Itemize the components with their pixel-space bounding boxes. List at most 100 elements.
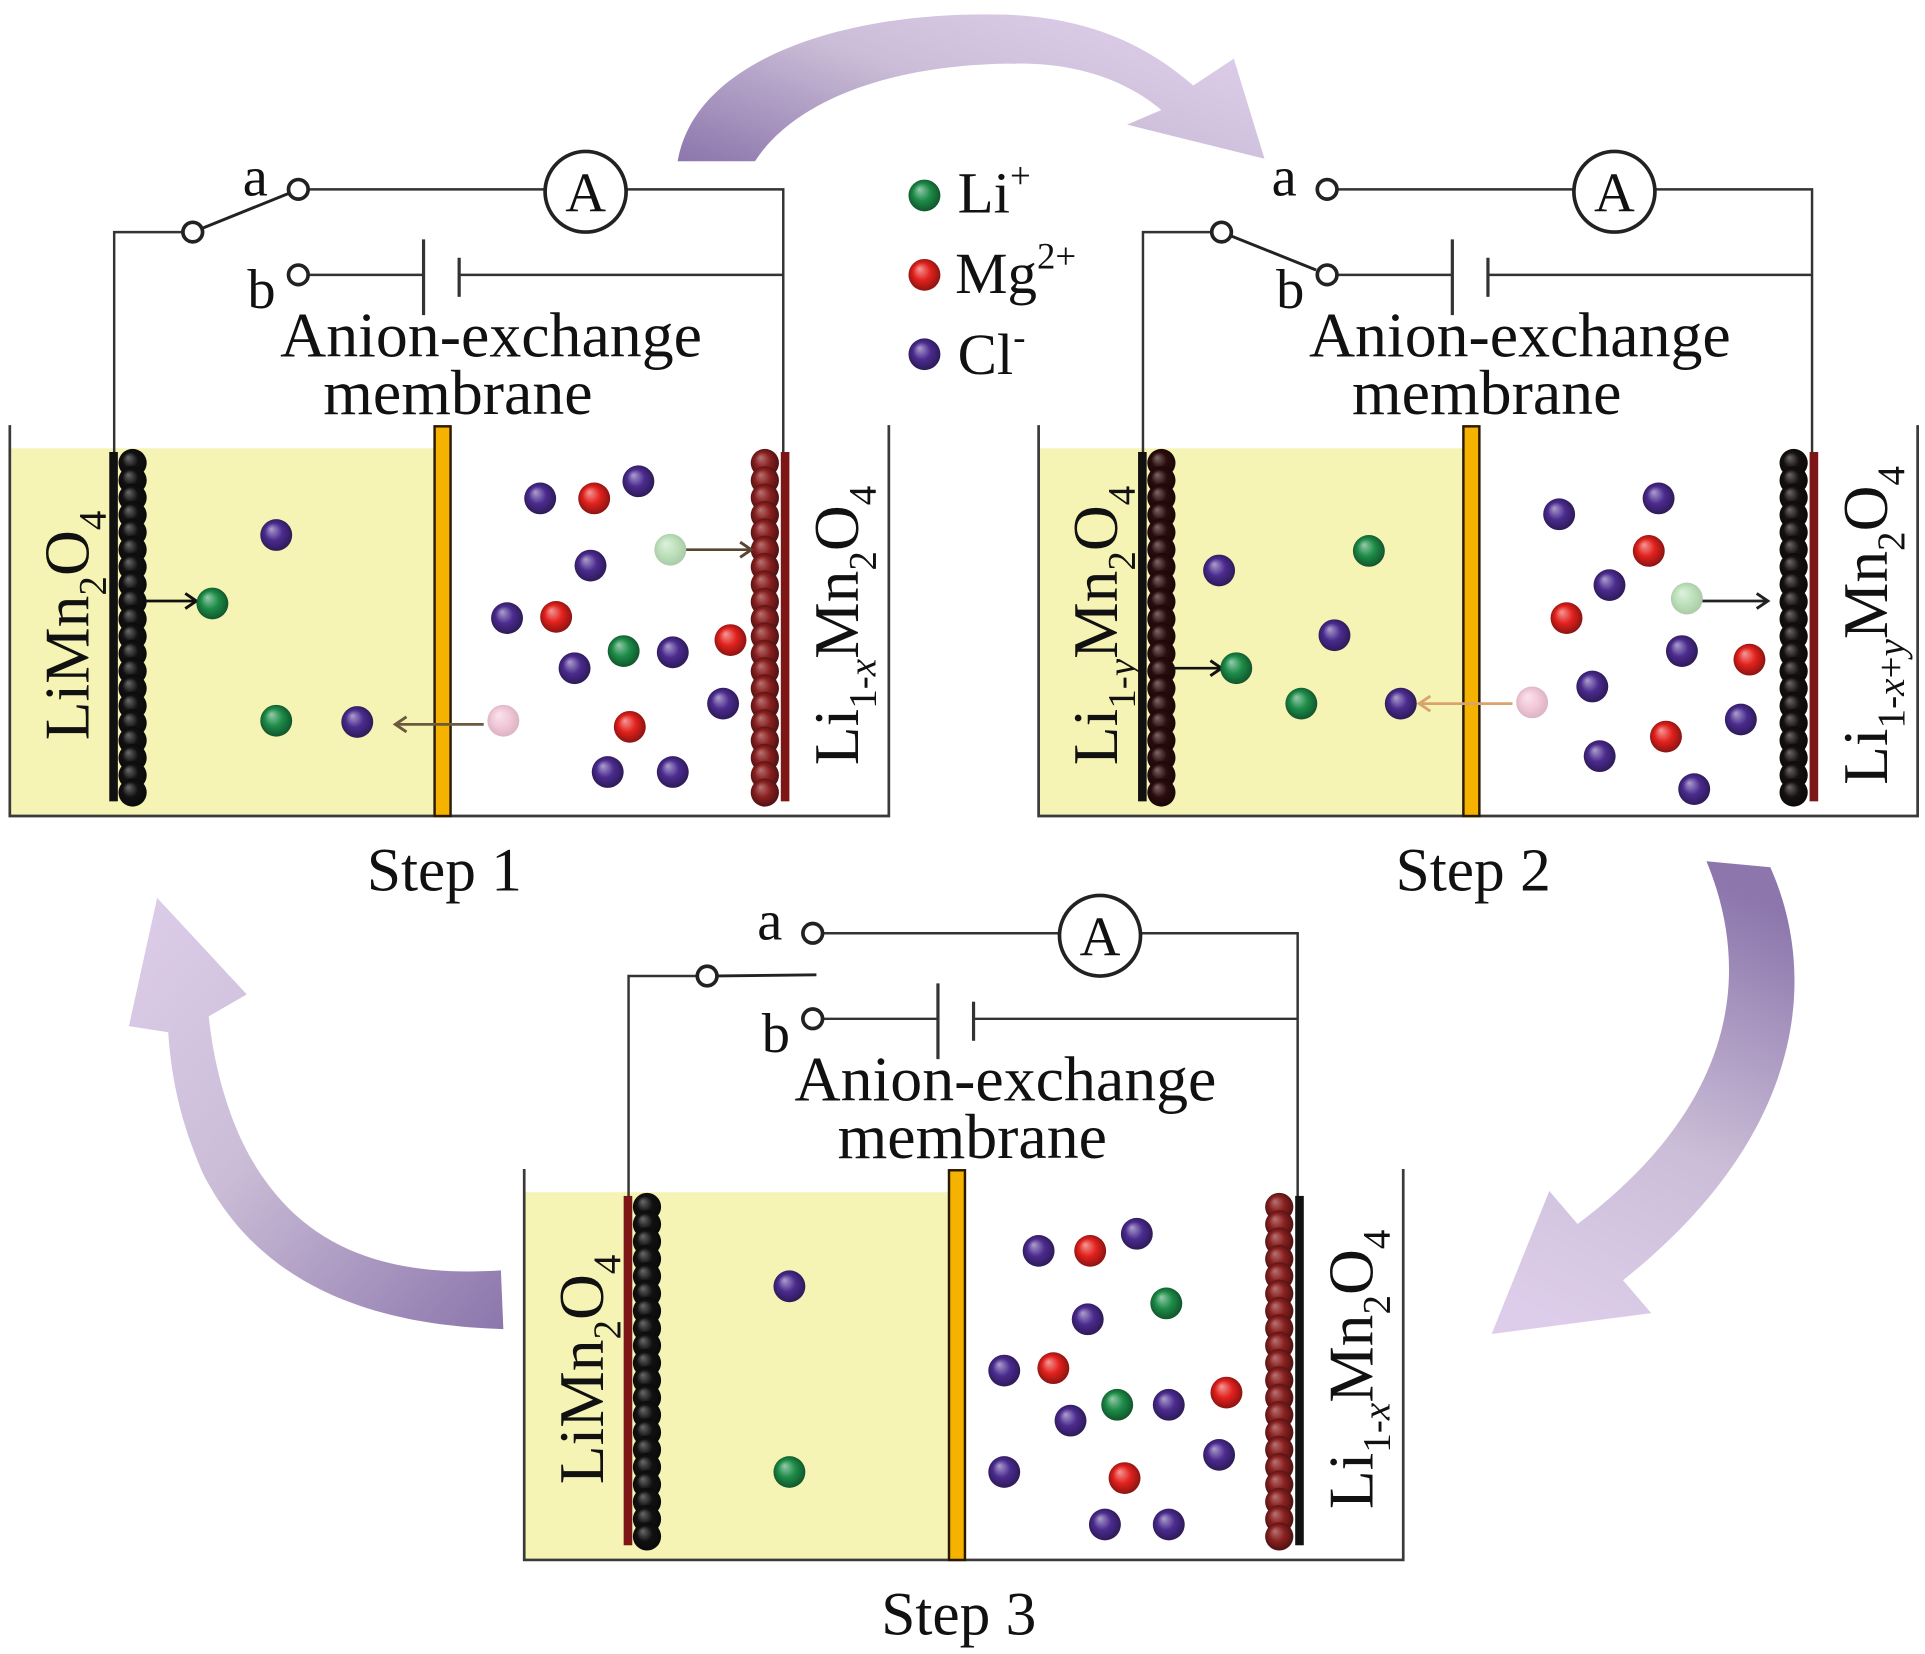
membrane-label-line-2: membrane <box>323 357 592 428</box>
left-electrode-label-part: LiMn <box>31 596 102 741</box>
magnesium-ion <box>1650 720 1682 753</box>
ions-step-2 <box>1172 482 1771 806</box>
migration-arrow-head <box>184 592 200 610</box>
legend-chloride-label: Cl- <box>958 316 1026 386</box>
right-electrode-label-part: 1- <box>1870 696 1913 729</box>
left-electrode-particle <box>1147 778 1176 807</box>
chloride-ion <box>1203 554 1236 587</box>
left-electrode-particle <box>632 1522 662 1551</box>
legend-lithium-label: Li+ <box>958 155 1031 225</box>
legend-ion-charge: - <box>1013 316 1025 357</box>
terminal-b-label: b <box>247 259 275 321</box>
chloride-ion <box>1665 635 1698 667</box>
right-electrode <box>1265 1192 1304 1551</box>
electrolyte-left-compartment <box>525 1192 951 1560</box>
right-electrode-label-part: Mn <box>1315 1315 1386 1403</box>
legend-item-chloride: Cl- <box>908 316 1026 387</box>
right-electrode-label-part: x <box>1356 1402 1399 1421</box>
ammeter <box>543 149 628 234</box>
right-electrode <box>1779 448 1819 807</box>
right-electrode-label-part: 4 <box>841 486 884 506</box>
magnesium-ion <box>540 601 573 633</box>
terminal-b <box>801 1007 825 1031</box>
magnesium-ion <box>1108 1462 1141 1494</box>
lithium-ion <box>1352 535 1385 567</box>
left-electrode-label-part: Li <box>1060 709 1131 765</box>
right-electrode-label-part: x <box>841 658 884 677</box>
migration-arrow-head <box>1755 592 1771 610</box>
terminal-a <box>801 921 825 945</box>
right-electrode-label: Li1-x+yMn2O4 <box>1830 466 1913 785</box>
migration-arrow <box>392 715 484 734</box>
right-electrode-particle <box>1779 778 1808 807</box>
magnesium-ion <box>578 482 611 515</box>
left-electrode <box>1138 448 1176 807</box>
chloride-ion <box>1318 619 1351 652</box>
left-electrode-label-part: O <box>546 1274 617 1320</box>
lithium-ion-ghost <box>1670 582 1703 615</box>
lithium-ion <box>1150 1287 1183 1320</box>
left-electrode <box>623 1192 662 1551</box>
left-electrode-current-collector <box>1138 451 1147 802</box>
switch-lever <box>1220 230 1317 272</box>
chloride-ion <box>1088 1508 1121 1541</box>
left-electrode-label-part: 2 <box>1100 551 1143 571</box>
chloride-ion <box>622 465 655 498</box>
membrane-label-line-2: membrane <box>838 1101 1107 1172</box>
right-electrode-label: Li1-xMn2O4 <box>1315 1230 1398 1510</box>
lithium-ion <box>607 635 640 667</box>
right-electrode-label-part: y <box>1870 639 1913 661</box>
chloride-ion <box>1203 1439 1236 1471</box>
left-electrode-label-part: 4 <box>71 511 114 531</box>
terminal-b-label: b <box>1276 259 1304 321</box>
magnesium-ion <box>1210 1376 1243 1409</box>
wire-ammeter-to-right-electrode <box>1140 932 1299 1201</box>
left-electrode-label-part: LiMn <box>546 1340 617 1485</box>
magnesium-ion <box>1550 602 1583 634</box>
chloride-ion <box>1678 773 1711 806</box>
wire-left-electrode <box>112 230 193 455</box>
right-electrode-label: Li1-xMn2O4 <box>801 486 884 766</box>
magnesium-ion <box>1074 1235 1107 1267</box>
left-electrode-label-part: 2 <box>71 576 114 596</box>
chloride-ion <box>1593 569 1626 602</box>
chloride-ion <box>591 756 624 788</box>
magnesium-ion <box>1037 1352 1070 1385</box>
legend-ion-symbol: Cl <box>958 322 1014 387</box>
legend-item-lithium: Li+ <box>908 155 1031 226</box>
left-electrode-label-part: O <box>1060 505 1131 551</box>
magnesium-ion <box>714 624 747 656</box>
left-electrode-label: Li1-yMn2O4 <box>1060 486 1143 766</box>
chloride-ion <box>656 636 689 669</box>
chloride-ion-ghost <box>1516 686 1549 719</box>
lithium-ion <box>1285 687 1318 720</box>
membrane-label-line-1: Anion-exchange <box>1309 300 1731 371</box>
right-electrode-label-part: 1- <box>841 676 884 709</box>
chloride-ion <box>773 1270 806 1303</box>
legend-ion-symbol: Mg <box>955 241 1037 306</box>
right-electrode-particle <box>1265 1522 1294 1551</box>
chloride-ion <box>988 1456 1021 1488</box>
chloride-ion <box>1724 703 1757 736</box>
left-electrode-label-part: y <box>1100 658 1143 680</box>
migration-arrow-head <box>392 715 408 734</box>
legend-ion-charge: + <box>1010 155 1031 196</box>
cycle-arrow-step1-to-step2 <box>677 14 1265 162</box>
anion-exchange-membrane <box>1462 425 1481 818</box>
right-electrode-label-part: Li <box>1830 728 1901 784</box>
left-electrode <box>109 448 147 807</box>
chloride-ion <box>1022 1235 1055 1267</box>
membrane-label-line-1: Anion-exchange <box>280 300 702 371</box>
cycle-arrows <box>128 14 1795 1334</box>
circuit <box>627 893 1299 1201</box>
legend-ion-symbol: Li <box>958 161 1010 226</box>
right-electrode-label-part: Li <box>801 709 872 765</box>
wire-left-electrode <box>1141 230 1222 455</box>
right-electrode-current-collector <box>1809 451 1819 802</box>
left-electrode-label-part: O <box>31 530 102 576</box>
right-electrode-label-part: x <box>1870 678 1913 697</box>
migration-arrow-head <box>1416 694 1432 713</box>
circuit <box>112 149 785 457</box>
step-label: Step 3 <box>881 1581 1036 1649</box>
